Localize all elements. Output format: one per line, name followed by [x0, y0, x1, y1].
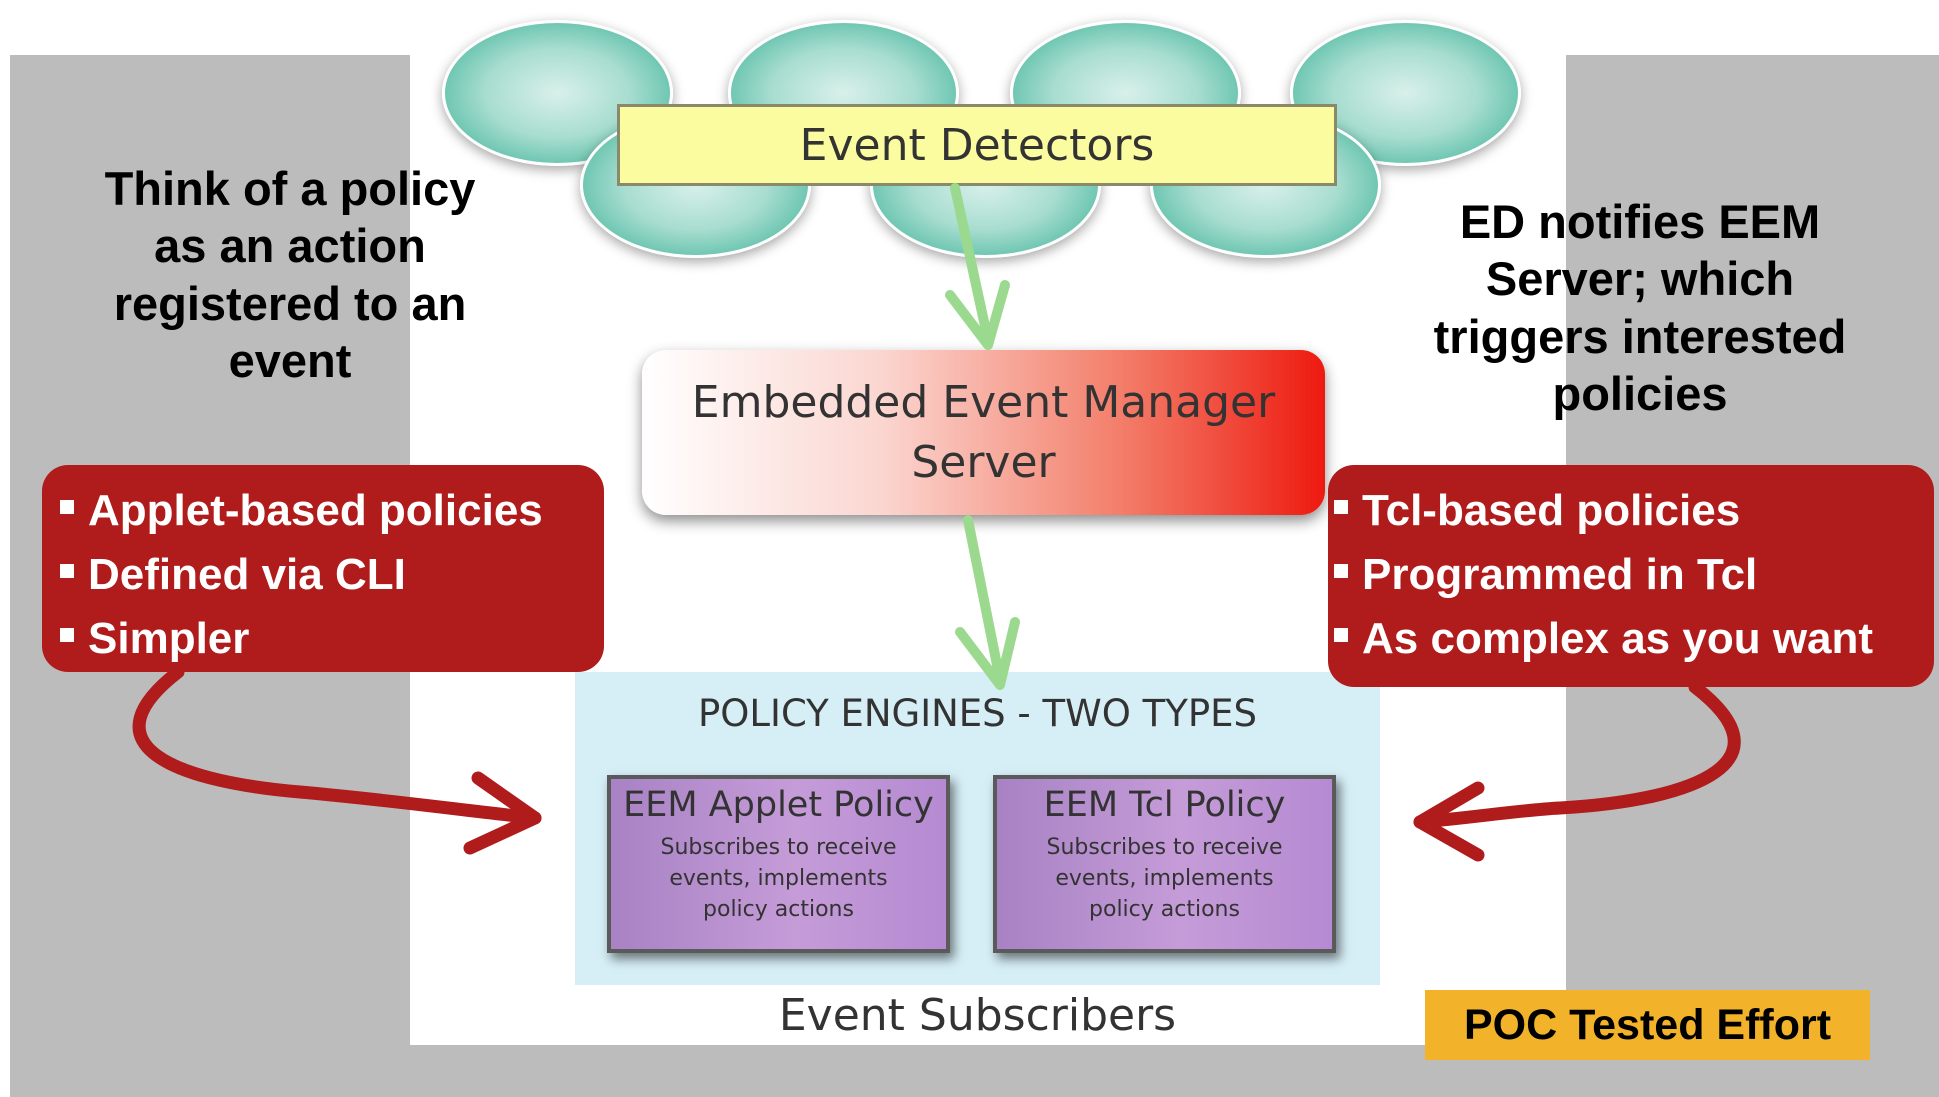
tcl-policy-title: EEM Tcl Policy — [1043, 785, 1286, 825]
applet-callout-text: Simpler — [88, 614, 250, 663]
left-note-line2: as an action — [154, 219, 426, 273]
eem-tcl-policy-box: EEM Tcl Policy Subscribes to receive eve… — [993, 775, 1336, 953]
poc-tested-badge: POC Tested Effort — [1425, 990, 1870, 1060]
applet-policy-desc: Subscribes to receive events, implements… — [611, 833, 946, 925]
right-note-line4: policies — [1552, 366, 1728, 420]
right-note-line1: ED notifies EEM — [1459, 195, 1821, 248]
bullet-icon — [60, 500, 74, 515]
event-detectors-label: Event Detectors — [799, 119, 1155, 171]
left-note: Think of a policy as an action registere… — [70, 160, 510, 389]
applet-callout-text: Defined via CLI — [88, 550, 406, 599]
tcl-callout-text: Programmed in Tcl — [1362, 550, 1758, 599]
tcl-callout-item: As complex as you want — [1334, 607, 1934, 671]
applet-desc-line3: policy actions — [703, 896, 854, 922]
event-subscribers-label: Event Subscribers — [778, 990, 1177, 1041]
tcl-callout-item: Programmed in Tcl — [1334, 543, 1934, 607]
red-arrow-tcl-to-engine — [1413, 680, 1741, 862]
eem-applet-policy-box: EEM Applet Policy Subscribes to receive … — [607, 775, 950, 953]
green-arrow-server-to-engines — [955, 515, 1020, 690]
tcl-callout-text: Tcl-based policies — [1362, 486, 1741, 535]
applet-callout-box: Applet-based policies Defined via CLI Si… — [42, 465, 604, 672]
bullet-icon — [60, 564, 74, 579]
tcl-callout-item: Tcl-based policies — [1334, 479, 1934, 543]
applet-callout-item: Defined via CLI — [60, 543, 604, 607]
right-note-line2: Server; which — [1485, 252, 1795, 306]
bullet-icon — [1334, 500, 1348, 515]
tcl-desc-line2: events, implements — [1055, 865, 1274, 891]
eem-server-box: Embedded Event Manager Server — [642, 350, 1325, 515]
policy-engines-title: POLICY ENGINES - TWO TYPES — [697, 692, 1257, 735]
applet-policy-title: EEM Applet Policy — [623, 785, 934, 825]
poc-badge-label: POC Tested Effort — [1463, 1000, 1832, 1049]
tcl-desc-line1: Subscribes to receive — [1046, 835, 1283, 860]
left-note-line3: registered to an — [113, 276, 467, 330]
eem-server-line2: Server — [911, 436, 1056, 488]
bullet-icon — [1334, 564, 1348, 579]
red-arrow-applet-to-engine — [132, 665, 542, 855]
applet-callout-item: Applet-based policies — [60, 479, 604, 543]
event-detectors-box: Event Detectors — [617, 104, 1337, 186]
applet-desc-line1: Subscribes to receive — [660, 835, 897, 860]
applet-desc-line2: events, implements — [669, 865, 888, 891]
eem-server-line1: Embedded Event Manager — [691, 377, 1276, 429]
applet-callout-text: Applet-based policies — [88, 486, 543, 535]
applet-callout-list: Applet-based policies Defined via CLI Si… — [60, 479, 604, 671]
bullet-icon — [1334, 628, 1348, 643]
tcl-callout-list: Tcl-based policies Programmed in Tcl As … — [1334, 479, 1934, 671]
tcl-callout-text: As complex as you want — [1362, 614, 1874, 663]
right-note-line3: triggers interested — [1433, 309, 1847, 363]
bullet-icon — [60, 628, 74, 643]
left-note-line4: event — [228, 333, 352, 387]
right-note: ED notifies EEM Server; which triggers i… — [1390, 193, 1890, 422]
tcl-desc-line3: policy actions — [1089, 896, 1240, 922]
applet-callout-item: Simpler — [60, 607, 604, 671]
left-note-line1: Think of a policy — [104, 162, 476, 215]
green-arrow-detectors-to-server — [945, 183, 1010, 350]
tcl-callout-box: Tcl-based policies Programmed in Tcl As … — [1328, 465, 1934, 687]
policy-engines-panel: POLICY ENGINES - TWO TYPES EEM Applet Po… — [575, 672, 1380, 985]
tcl-policy-desc: Subscribes to receive events, implements… — [997, 833, 1332, 925]
